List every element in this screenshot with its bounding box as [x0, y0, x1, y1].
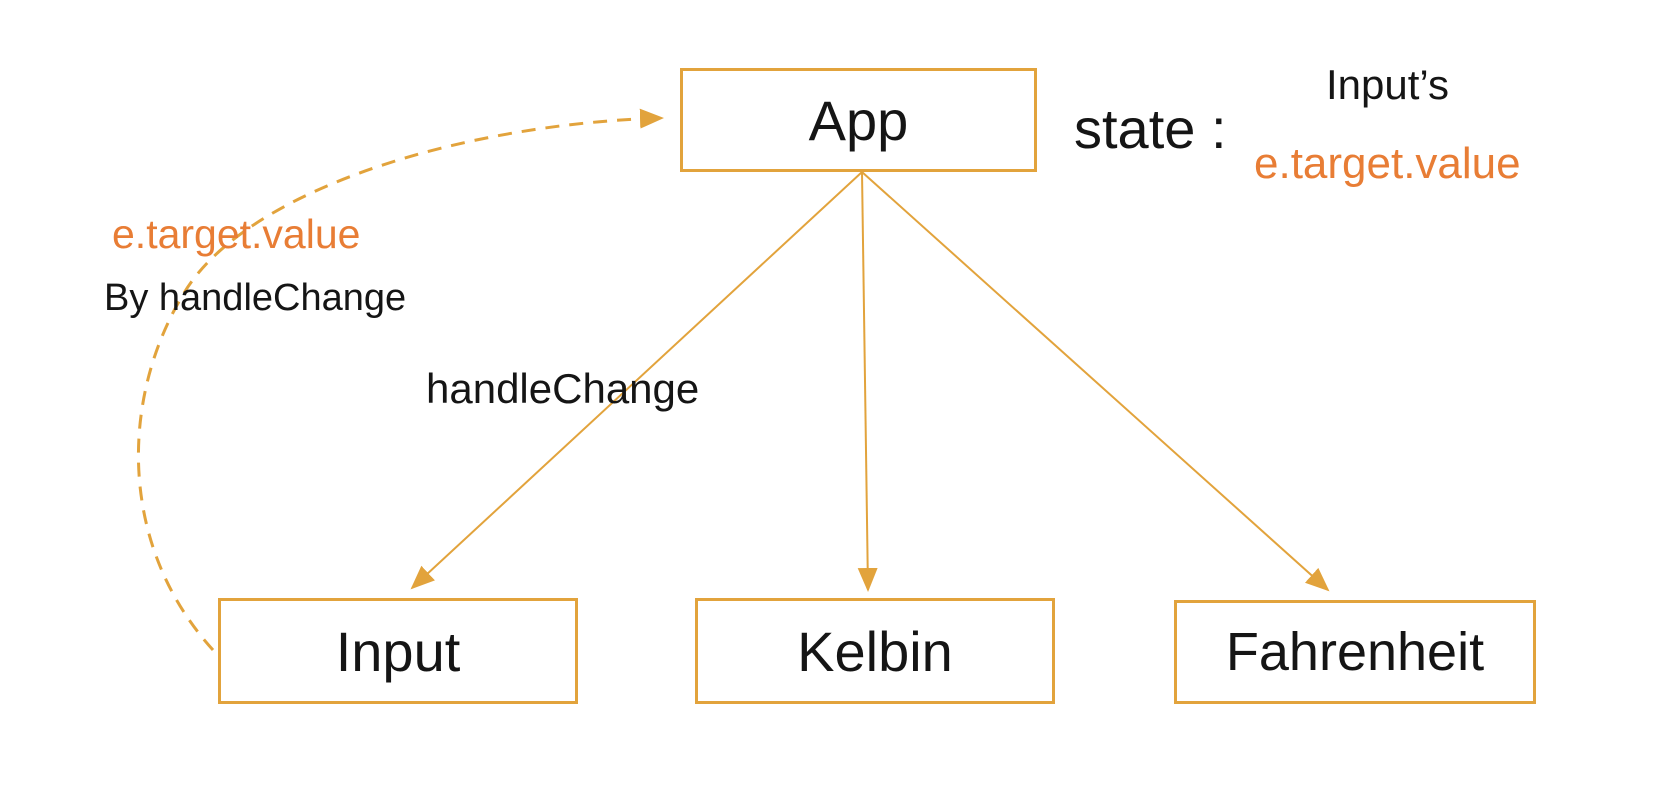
state-label: state : [1074, 97, 1227, 160]
state-value-label: e.target.value [1254, 139, 1521, 188]
handlechange-edge-label: handleChange [426, 365, 700, 412]
node-input: Input [218, 598, 578, 704]
node-fahrenheit: Fahrenheit [1174, 600, 1536, 704]
feedback-value-label: e.target.value [112, 211, 361, 257]
node-kelbin: Kelbin [695, 598, 1055, 704]
node-app-label: App [808, 88, 909, 152]
node-app: App [680, 68, 1037, 172]
node-kelbin-label: Kelbin [797, 619, 953, 683]
node-input-label: Input [335, 619, 461, 683]
feedback-by-label: By handleChange [104, 277, 407, 319]
edge-app-to-kelbin [857, 171, 878, 592]
edge-app-to-fahrenheit [861, 171, 1330, 592]
node-fahrenheit-label: Fahrenheit [1225, 622, 1485, 682]
state-owner-label: Input’s [1326, 61, 1449, 108]
